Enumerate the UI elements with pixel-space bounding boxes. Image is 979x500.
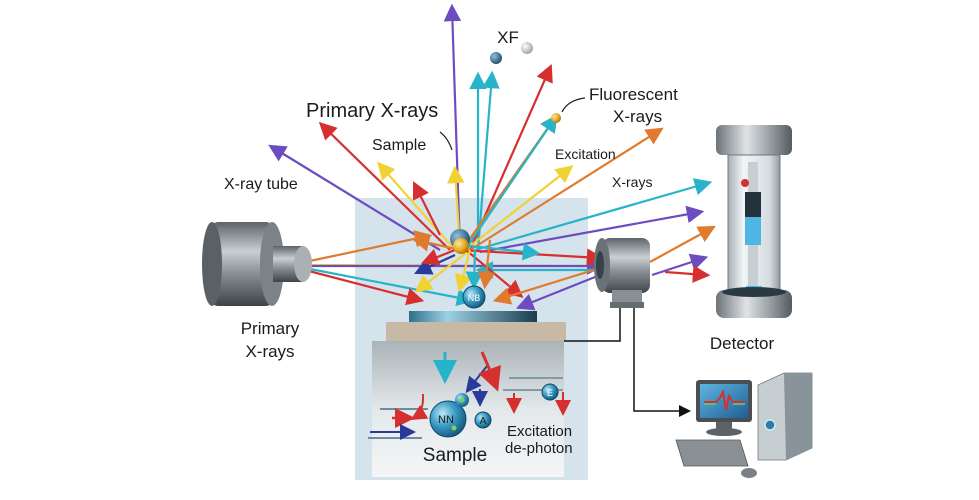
nb-particle: NB bbox=[462, 285, 486, 309]
label-fluorescent-2: X-rays bbox=[613, 107, 662, 126]
ray-orange-15 bbox=[304, 230, 433, 264]
label-sample-top: Sample bbox=[372, 137, 426, 154]
x-ray-tube bbox=[202, 222, 312, 306]
ray-red-23 bbox=[420, 248, 456, 266]
ray-red-10 bbox=[413, 181, 441, 236]
ray-yellow-30 bbox=[454, 249, 472, 293]
ray-cyan-5 bbox=[474, 178, 713, 252]
a-particle: A bbox=[474, 411, 492, 429]
sample-atom-gold bbox=[453, 238, 469, 254]
nn-particle: NN bbox=[429, 400, 467, 438]
ray-cyan-18 bbox=[304, 266, 475, 307]
svg-text:NN: NN bbox=[438, 414, 454, 426]
signal-wire bbox=[564, 308, 621, 342]
label-excitation: Excitation bbox=[555, 146, 616, 162]
ray-cyan-2 bbox=[476, 70, 500, 251]
ray-orange-28 bbox=[492, 266, 601, 305]
sample-detail-content: NN A E bbox=[368, 351, 571, 440]
sample-plate bbox=[409, 311, 537, 322]
ray-cyan-24 bbox=[459, 242, 541, 261]
computer bbox=[675, 372, 813, 478]
svg-text:NB: NB bbox=[468, 293, 481, 303]
ray-orange-4 bbox=[469, 127, 664, 251]
label-excitation-dephoton-1: Excitation bbox=[507, 423, 572, 440]
ray-purple-0 bbox=[443, 3, 462, 251]
ray-purple-6 bbox=[479, 205, 705, 254]
fluorescent-leader-line bbox=[561, 97, 586, 113]
fluorescent-particle bbox=[551, 113, 561, 123]
label-xrays-right: X-rays bbox=[612, 174, 652, 190]
ray-orange-33 bbox=[649, 225, 716, 263]
ray-yellow-14 bbox=[464, 165, 574, 251]
ray-red-19 bbox=[304, 268, 425, 306]
svg-text:E: E bbox=[547, 388, 553, 398]
label-detector: Detector bbox=[710, 334, 775, 353]
ray-red-35 bbox=[664, 265, 711, 283]
x-ray-beams bbox=[268, 3, 716, 311]
label-sample-bottom: Sample bbox=[423, 445, 487, 466]
label-primary-xrays-bottom-2: X-rays bbox=[245, 342, 294, 361]
ray-purple-29 bbox=[515, 273, 601, 311]
waveform bbox=[704, 388, 745, 411]
ray-yellow-9 bbox=[377, 161, 456, 251]
ray-cyan-13 bbox=[464, 114, 558, 251]
label-primary-xrays-bottom-1: Primary bbox=[241, 319, 300, 338]
svg-text:A: A bbox=[480, 416, 487, 427]
ray-red-8 bbox=[318, 121, 451, 251]
sample-leader-line bbox=[439, 131, 453, 151]
label-fluorescent-1: Fluorescent bbox=[589, 85, 678, 104]
label-xf: XF bbox=[497, 28, 519, 47]
ray-orange-32 bbox=[477, 239, 496, 290]
label-excitation-dephoton-2: de-photon bbox=[505, 440, 573, 457]
label-xray-tube: X-ray tube bbox=[224, 176, 298, 193]
detector-head bbox=[594, 238, 650, 308]
ray-purple-7 bbox=[268, 144, 441, 251]
sample-stage bbox=[386, 322, 566, 341]
xf-particle-grey bbox=[521, 42, 533, 54]
e-particle: E bbox=[541, 383, 559, 401]
xf-particle-blue bbox=[490, 52, 502, 64]
ray-yellow-26 bbox=[414, 249, 471, 293]
ray-purple-34 bbox=[651, 253, 709, 277]
ray-orange-25 bbox=[411, 234, 461, 252]
data-cable-arrow bbox=[633, 308, 691, 417]
ray-cyan-31 bbox=[465, 249, 484, 290]
detector bbox=[716, 125, 792, 318]
label-primary-xrays-top: Primary X-rays bbox=[306, 100, 438, 122]
